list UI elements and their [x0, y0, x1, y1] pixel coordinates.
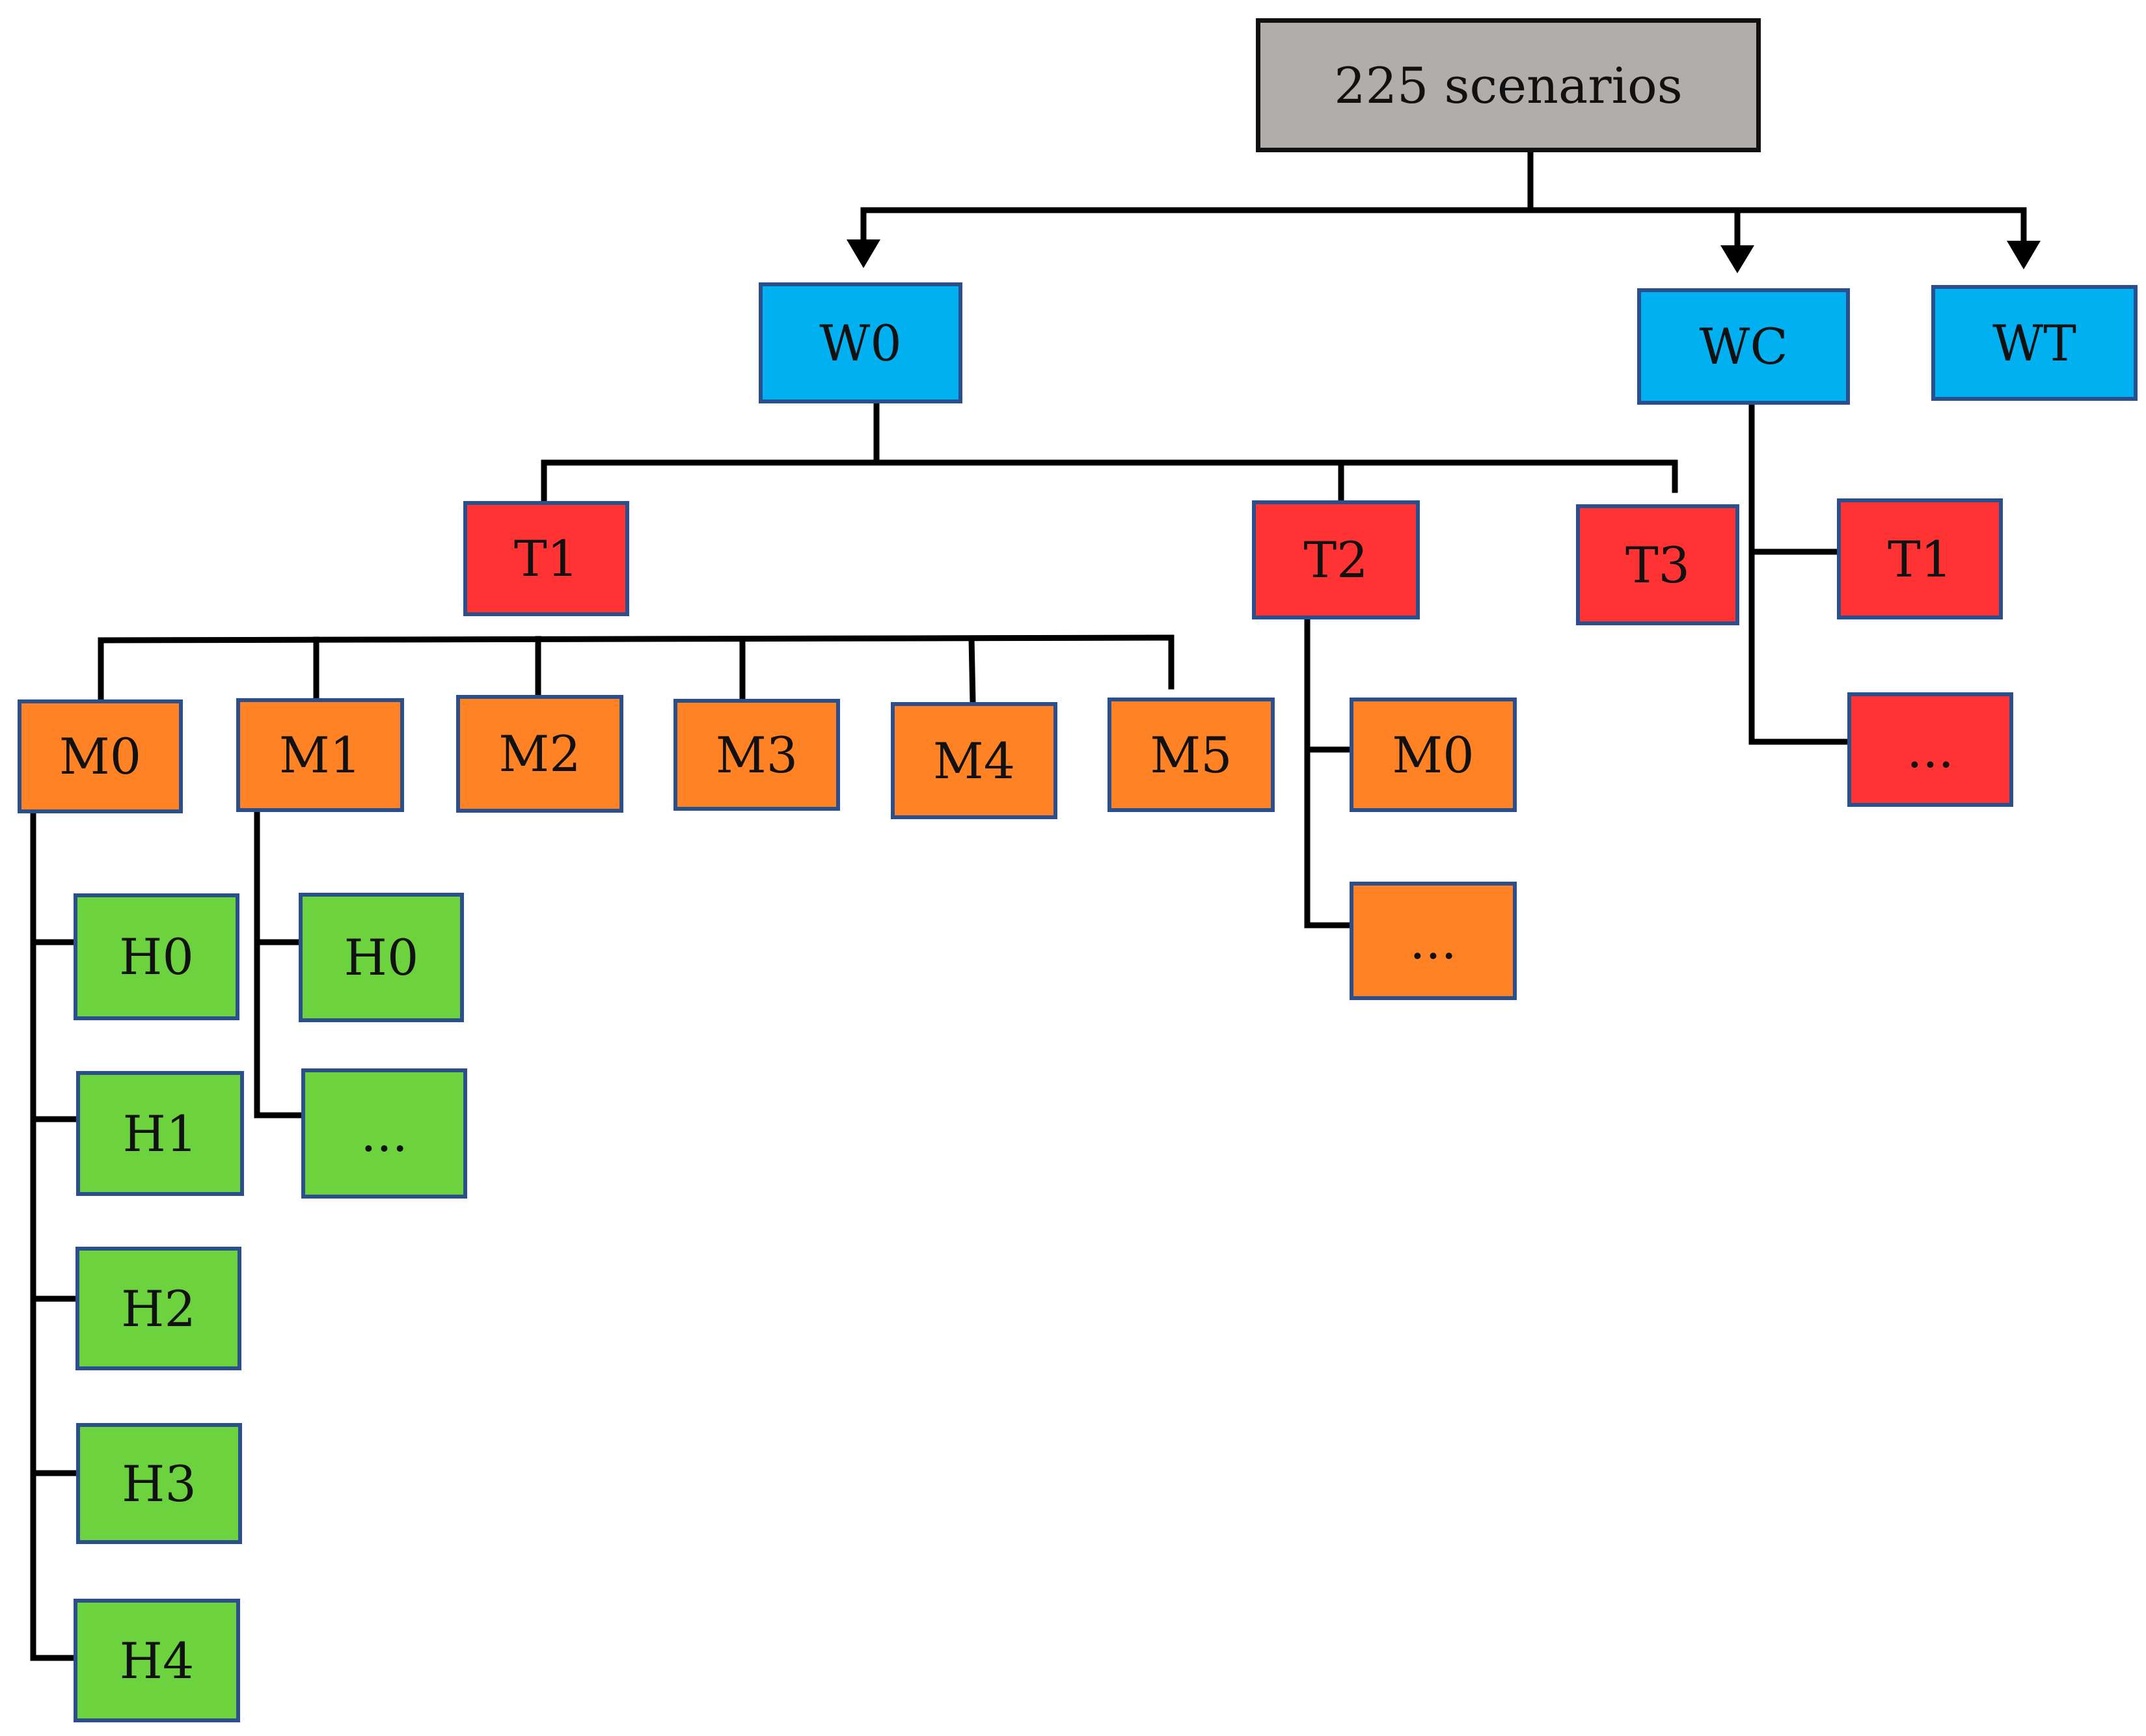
connector-line [968, 635, 976, 705]
water-node-wc: WC [1637, 288, 1850, 405]
water-node-wt: WT [1931, 285, 2138, 401]
connector-line [98, 634, 1175, 644]
mode-node-m5: M5 [1107, 698, 1275, 812]
m1-humidity-node-h0: H0 [299, 893, 464, 1022]
t2-mode-node-m0: M0 [1350, 698, 1517, 812]
mode-node-m0: M0 [18, 699, 183, 813]
arrow-head [1720, 245, 1754, 273]
mode-node-m1: M1 [236, 698, 404, 812]
humidity-node-h2: H2 [75, 1247, 241, 1370]
humidity-node-h0: H0 [74, 893, 239, 1020]
arrow-head [847, 239, 880, 268]
temperature-node-t3: T3 [1576, 504, 1739, 625]
temperature-node-t2: T2 [1252, 500, 1420, 619]
water-node-w0: W0 [759, 282, 962, 403]
mode-node-m4: M4 [891, 702, 1057, 819]
humidity-node-h3: H3 [76, 1423, 242, 1544]
wc-temperature-node-ellipsis: ... [1847, 692, 2013, 807]
humidity-node-h1: H1 [76, 1071, 244, 1196]
m1-humidity-node-ellipsis: ... [301, 1068, 467, 1199]
temperature-node-t1: T1 [463, 501, 629, 616]
mode-node-m3: M3 [673, 699, 840, 811]
wc-temperature-node-t1: T1 [1837, 498, 2003, 619]
root-node: 225 scenarios [1256, 18, 1761, 152]
humidity-node-h4: H4 [74, 1599, 240, 1722]
mode-node-m2: M2 [456, 695, 623, 813]
arrow-head [2007, 241, 2041, 269]
t2-mode-node-ellipsis: ... [1350, 882, 1517, 1000]
